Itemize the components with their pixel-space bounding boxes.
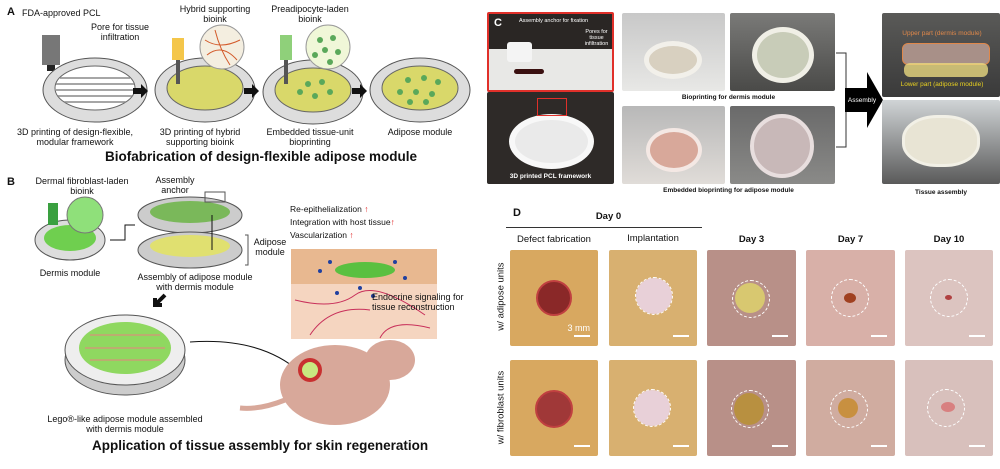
adipose-module <box>369 57 471 123</box>
arrow-icon <box>133 84 148 98</box>
fibroblast-bioink-label: Dermal fibroblast-laden bioink <box>35 176 129 196</box>
col-implantation: Implantation <box>627 233 679 244</box>
assembly-caption: Assembly of adipose module with dermis m… <box>137 272 253 292</box>
photo-fibroblast-implantation <box>609 360 697 456</box>
dermis-caption: Bioprinting for dermis module <box>681 94 776 101</box>
lower-part-label: Lower part (adipose module) <box>900 81 984 88</box>
step-3-caption: Embedded tissue-unit bioprinting <box>266 127 354 147</box>
row-label-adipose: w/ adipose units <box>495 262 507 331</box>
arrow-up-icon: ↑ <box>349 230 354 240</box>
row-label-fibroblast: w/ fibroblast units <box>495 370 507 445</box>
panel-b-label: B <box>7 176 15 188</box>
arrow-icon <box>352 84 367 98</box>
outcomes-list: Re-epithelialization ↑ Integration with … <box>290 203 395 242</box>
day0-divider <box>506 227 702 228</box>
lego-module-drawing <box>64 314 186 396</box>
implant-pointer <box>189 340 301 373</box>
connector-arrow <box>110 224 135 241</box>
dermis-printing-photo <box>622 13 725 91</box>
step-1-caption: 3D printing of design-flexible, modular … <box>16 127 134 147</box>
outcome-item: Integration with host tissue↑ <box>290 217 395 227</box>
scale-bar <box>673 335 689 337</box>
photo-adipose-day3 <box>707 250 796 346</box>
scale-bar <box>772 445 788 447</box>
dermis-module-drawing <box>34 196 106 261</box>
hybrid-bioink-module <box>154 24 256 123</box>
scale-bar <box>772 335 788 337</box>
arrow-up-icon: ↑ <box>390 217 395 227</box>
adipose-module-label: Adipose module <box>253 237 287 257</box>
assembly-arrow-label: Assembly <box>847 97 877 104</box>
assembly-anchor-label: Assembly anchor <box>155 175 195 195</box>
step-2-caption: 3D printing of hybrid supporting bioink <box>159 127 241 147</box>
scale-bar <box>969 335 985 337</box>
photo-fibroblast-day3 <box>707 360 796 456</box>
photo-fibroblast-day10 <box>905 360 993 456</box>
arrow-up-icon: ↑ <box>364 204 369 214</box>
scale-bar <box>673 445 689 447</box>
scale-bar <box>574 445 590 447</box>
panel-b-schematic <box>34 191 437 425</box>
dermis-module-photo <box>730 13 835 91</box>
photo-adipose-defect: 3 mm <box>510 250 598 346</box>
framework-caption: 3D printed PCL framework <box>509 173 592 180</box>
col-day3: Day 3 <box>738 234 765 245</box>
adipose-caption: Embedded bioprinting for adipose module <box>663 187 794 194</box>
skin-cross-section <box>291 249 437 339</box>
panel-c-label: C <box>494 17 502 29</box>
panel-d-label: D <box>513 207 521 219</box>
arrow-icon <box>244 84 259 98</box>
embedded-bioprinting-module <box>262 24 364 125</box>
scale-bar-label: 3 mm <box>567 323 591 333</box>
panel-a-schematic <box>42 24 471 125</box>
photo-fibroblast-defect <box>510 360 598 456</box>
down-arrow-icon <box>153 293 167 307</box>
assembly-modules-drawing <box>137 191 249 269</box>
framework-inset-photo: C Assembly anchor for fixation Pores for… <box>487 12 614 92</box>
scale-bar <box>871 335 887 337</box>
step-4-caption: Adipose module <box>387 127 453 137</box>
assembly-parts-photo: Upper part (dermis module) Lower part (a… <box>882 13 1000 97</box>
pcl-nozzle-icon <box>42 35 60 71</box>
upper-part-label: Upper part (dermis module) <box>902 30 982 37</box>
day0-header: Day 0 <box>595 211 622 222</box>
panel-b-title: Application of tissue assembly for skin … <box>92 438 429 453</box>
callout-pore: Pore for tissue infiltration <box>90 22 150 42</box>
framework-module-1 <box>42 57 148 123</box>
assembly-bracket-arrow <box>836 52 883 148</box>
adipose-module-photo <box>730 106 835 184</box>
dermis-module-label: Dermis module <box>39 268 101 278</box>
photo-adipose-day10 <box>905 250 993 346</box>
tissue-caption: Tissue assembly <box>915 189 967 196</box>
lego-caption: Lego®-like adipose module assembled with… <box>47 414 203 434</box>
photo-adipose-implantation <box>609 250 697 346</box>
col-defect-fabrication: Defect fabrication <box>517 234 591 245</box>
callout-pcl: FDA-approved PCL <box>22 8 101 18</box>
scale-bar <box>969 445 985 447</box>
col-day7: Day 7 <box>837 234 864 245</box>
scale-bar <box>574 335 590 337</box>
callout-preadipocyte: Preadipocyte-laden bioink <box>271 4 349 24</box>
outcome-item: Re-epithelialization ↑ <box>290 204 369 214</box>
endocrine-label: Endocrine signaling for tissue reconstru… <box>372 292 464 312</box>
mouse-illustration <box>239 340 415 425</box>
panel-a-label: A <box>7 6 15 18</box>
adipose-printing-photo <box>622 106 725 184</box>
framework-photo: 3D printed PCL framework <box>487 92 614 184</box>
photo-adipose-day7 <box>806 250 895 346</box>
col-day10: Day 10 <box>933 234 965 245</box>
tissue-assembly-photo <box>882 100 1000 184</box>
anchor-note: Assembly anchor for fixation <box>519 18 589 24</box>
callout-hybrid: Hybrid supporting bioink <box>179 4 251 24</box>
panel-a-title: Biofabrication of design-flexible adipos… <box>105 149 418 164</box>
pores-note: Pores for tissue infiltration <box>584 29 609 47</box>
outcome-item: Vascularization ↑ <box>290 230 354 240</box>
scale-bar <box>871 445 887 447</box>
photo-fibroblast-day7 <box>806 360 895 456</box>
